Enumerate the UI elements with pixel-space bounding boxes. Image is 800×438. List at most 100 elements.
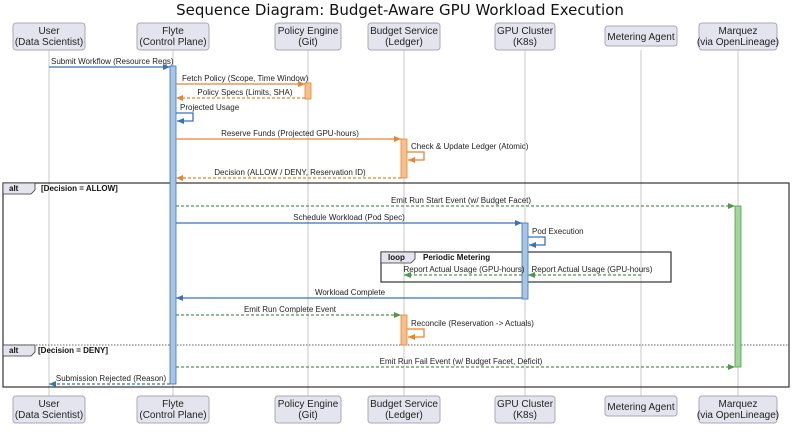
participant-name: Flyte (162, 399, 184, 410)
participant-user-top[interactable]: User(Data Scientist) (12, 22, 86, 51)
participant-box (604, 395, 678, 417)
participant-user-bottom[interactable]: User(Data Scientist) (12, 395, 86, 424)
message-10[interactable]: Pod Execution (528, 227, 584, 248)
participant-name: Budget Service (370, 26, 438, 37)
participant-marquez-top[interactable]: Marquez(via OpenLineage) (697, 22, 779, 51)
message-16[interactable]: Emit Run Fail Event (w/ Budget Facet, De… (176, 357, 735, 370)
participant-name: Budget Service (370, 399, 438, 410)
participant-name: Marquez (719, 26, 758, 37)
participant-subtitle: (Data Scientist) (15, 410, 83, 421)
message-label: Projected Usage (180, 103, 240, 112)
participant-subtitle: (Ledger) (385, 37, 423, 48)
alt-fragment: alt [Decision = ALLOW] alt [Decision = DENY… (2, 182, 790, 388)
participant-box (12, 395, 86, 424)
participant-subtitle: (Control Plane) (139, 410, 206, 421)
participant-box (698, 395, 778, 424)
activation-policy (304, 82, 312, 100)
alt-tag-box-2 (2, 344, 36, 357)
alt-frame (2, 182, 790, 388)
message-11[interactable]: Report Actual Usage (GPU-hours) (404, 265, 525, 278)
participant-marquez-bottom[interactable]: Marquez(via OpenLineage) (697, 395, 779, 424)
participant-name: Marquez (719, 399, 758, 410)
participant-gpu-top[interactable]: GPU Cluster(K8s) (494, 22, 556, 51)
participant-name: GPU Cluster (497, 26, 554, 37)
participant-meter-bottom[interactable]: Metering Agent (604, 395, 678, 417)
message-14[interactable]: Emit Run Complete Event (176, 305, 401, 318)
participant-name: Policy Engine (278, 26, 339, 37)
participant-box (367, 395, 441, 424)
message-label: Check & Update Ledger (Atomic) (411, 142, 529, 151)
participant-subtitle: (Control Plane) (139, 37, 206, 48)
message-label: Fetch Policy (Scope, Time Window) (182, 74, 309, 83)
message-3[interactable]: Policy Specs (Limits, SHA) (176, 88, 305, 101)
message-label: Submit Workflow (Resource Reqs) (51, 57, 174, 66)
participant-policy-bottom[interactable]: Policy Engine(Git) (274, 395, 342, 424)
message-8[interactable]: Emit Run Start Event (w/ Budget Facet) (176, 196, 735, 209)
alt-tag: alt (9, 184, 19, 193)
self-message-arrow (176, 112, 194, 124)
participant-subtitle: (K8s) (513, 410, 537, 421)
message-13[interactable]: Workload Complete (176, 288, 522, 301)
participant-box (604, 25, 678, 47)
self-message-arrow (407, 151, 425, 163)
message-15[interactable]: Reconcile (Reservation -> Actuals) (407, 319, 534, 340)
activation-budget-reconcile (400, 314, 408, 346)
participant-name: Metering Agent (607, 402, 674, 413)
participant-box (494, 22, 556, 51)
participant-subtitle: (via OpenLineage) (697, 410, 779, 421)
loop-tag-box (380, 251, 416, 264)
message-label: Pod Execution (532, 227, 584, 236)
message-label: Workload Complete (315, 288, 386, 297)
participant-name: Flyte (162, 26, 184, 37)
alt-guard-deny: [Decision = DENY] (38, 346, 108, 355)
message-17[interactable]: Submission Rejected (Reason) (49, 374, 170, 387)
message-label: Policy Specs (Limits, SHA) (197, 88, 292, 97)
message-label: Submission Rejected (Reason) (56, 374, 167, 383)
message-label: Emit Run Fail Event (w/ Budget Facet, De… (380, 357, 543, 366)
participant-name: User (38, 399, 60, 410)
message-9[interactable]: Schedule Workload (Pod Spec) (176, 213, 522, 226)
activation-marquez (734, 205, 742, 368)
activation-flyte (169, 65, 177, 385)
participant-box (367, 22, 441, 51)
alt-tag-box (2, 182, 36, 195)
activation-gpu (521, 222, 529, 300)
message-label: Schedule Workload (Pod Spec) (293, 213, 405, 222)
participant-name: GPU Cluster (497, 399, 554, 410)
participant-box (494, 395, 556, 424)
alt-guard-allow: [Decision = ALLOW] (41, 184, 118, 193)
message-4[interactable]: Projected Usage (176, 103, 240, 124)
participant-subtitle: (K8s) (513, 37, 537, 48)
participant-name: User (38, 26, 60, 37)
participant-flyte-top[interactable]: Flyte(Control Plane) (136, 22, 210, 51)
participant-meter-top[interactable]: Metering Agent (604, 25, 678, 47)
activation-budget-reserve (400, 138, 408, 179)
message-12[interactable]: Report Actual Usage (GPU-hours) (528, 265, 653, 278)
message-label: Emit Run Start Event (w/ Budget Facet) (391, 196, 531, 205)
message-label: Decision (ALLOW / DENY, Reservation ID) (214, 168, 366, 177)
message-1[interactable]: Submit Workflow (Resource Reqs) (49, 57, 174, 70)
participant-budget-bottom[interactable]: Budget Service(Ledger) (367, 395, 441, 424)
message-label: Emit Run Complete Event (244, 305, 337, 314)
participant-box (698, 22, 778, 51)
message-label: Reconcile (Reservation -> Actuals) (411, 319, 534, 328)
participant-subtitle: (Data Scientist) (15, 37, 83, 48)
message-7[interactable]: Decision (ALLOW / DENY, Reservation ID) (176, 168, 401, 181)
alt-tag-2: alt (9, 346, 19, 355)
participant-subtitle: (via OpenLineage) (697, 37, 779, 48)
self-message-arrow (528, 236, 546, 248)
participant-flyte-bottom[interactable]: Flyte(Control Plane) (136, 395, 210, 424)
participant-gpu-bottom[interactable]: GPU Cluster(K8s) (494, 395, 556, 424)
message-5[interactable]: Reserve Funds (Projected GPU-hours) (176, 129, 401, 142)
participant-box (136, 22, 210, 51)
message-label: Reserve Funds (Projected GPU-hours) (221, 129, 359, 138)
participant-box (12, 22, 86, 51)
participant-budget-top[interactable]: Budget Service(Ledger) (367, 22, 441, 51)
loop-tag: loop (388, 253, 405, 262)
self-message-arrow (407, 328, 425, 340)
participant-subtitle: (Git) (298, 410, 317, 421)
message-6[interactable]: Check & Update Ledger (Atomic) (407, 142, 529, 163)
participant-policy-top[interactable]: Policy Engine(Git) (274, 22, 342, 51)
message-2[interactable]: Fetch Policy (Scope, Time Window) (176, 74, 309, 87)
participant-box (274, 22, 342, 51)
